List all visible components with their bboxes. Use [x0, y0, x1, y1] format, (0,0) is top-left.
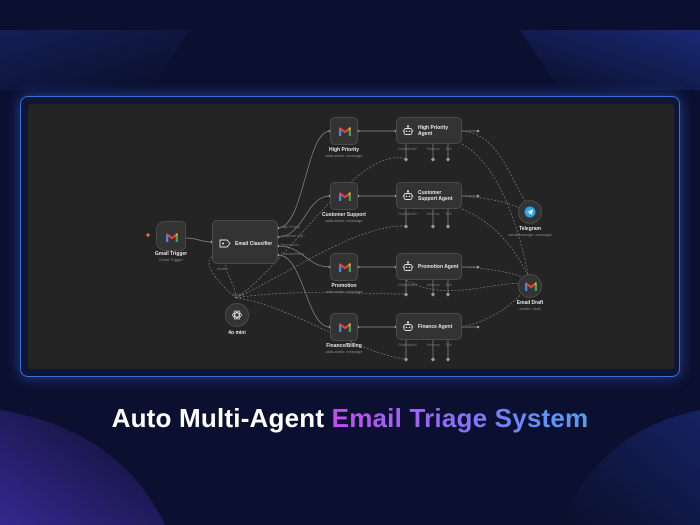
email-classifier-node[interactable]: Email Classifier: [212, 220, 278, 264]
agent-node-high-priority[interactable]: High Priority Agent: [396, 117, 462, 144]
gmail-icon: [339, 127, 351, 136]
classifier-label: Email Classifier: [235, 241, 273, 247]
email-draft-node[interactable]: [518, 274, 542, 298]
label-node-finance[interactable]: [330, 313, 358, 341]
title-part-1: Auto Multi-Agent: [111, 403, 325, 433]
telegram-icon: [524, 206, 536, 218]
connection-classifier-support: [277, 195, 331, 238]
classifier-icon: [219, 239, 231, 248]
openai-model-node[interactable]: [225, 303, 249, 327]
agent-name-1: High Priority Agent: [418, 125, 449, 137]
agent-port-chat-model: Chat Model*: [398, 212, 418, 216]
agent-name-4: Finance Agent: [418, 324, 453, 330]
gmail-icon: [525, 282, 537, 291]
agent-node-customer-support[interactable]: Customer Support Agent: [396, 182, 462, 209]
classifier-output-2: Customer Sup...: [281, 234, 307, 238]
label-sub-4: addLabels: message: [325, 349, 363, 354]
label-sub-2: addLabels: message: [325, 218, 363, 223]
label-node-high-priority[interactable]: [330, 117, 358, 145]
label-node-promotion[interactable]: [330, 253, 358, 281]
trigger-sub: Email Trigger: [159, 257, 183, 262]
gmail-icon: [339, 263, 351, 272]
label-sub-1: addLabels: message: [325, 153, 363, 158]
connection-classifier-promo: [277, 245, 331, 268]
robot-icon: [402, 125, 414, 135]
telegram-label: Telegram: [519, 226, 541, 232]
draft-sub: create: draft: [519, 306, 541, 311]
classifier-output-4: Finance/Billing: [281, 252, 304, 256]
label-sub-3: addLabels: message: [325, 289, 363, 294]
trigger-marker: [146, 233, 150, 237]
agent-port-tool: Tool: [445, 147, 452, 151]
agent-port-chat-model: Chat Model*: [398, 147, 418, 151]
agent-port-memory: Memory: [427, 212, 440, 216]
trigger-label: Gmail Trigger: [154, 251, 188, 257]
connection-trigger-classifier: [185, 237, 213, 243]
connection-classifier-finance: [277, 254, 331, 328]
agent-port-tool: Tool: [445, 283, 452, 287]
label-name-2: Customer Support: [322, 212, 366, 218]
gmail-icon: [339, 323, 351, 332]
model-label: 4o mini: [228, 330, 246, 336]
robot-icon: [402, 190, 414, 200]
telegram-sub: sendMessage: message: [508, 232, 552, 237]
agent-port-memory: Memory: [427, 283, 440, 287]
agent-port-chat-model: Chat Model*: [398, 343, 418, 347]
title-part-2: Email Triage System: [331, 403, 589, 433]
gmail-icon: [339, 192, 351, 201]
connection-classifier-high: [277, 130, 331, 229]
telegram-node[interactable]: [518, 200, 542, 224]
agent-port-memory: Memory: [427, 147, 440, 151]
agent-port-tool: Tool: [445, 212, 452, 216]
agent-node-promotion[interactable]: Promotion Agent: [396, 253, 462, 280]
page-title: Auto Multi-Agent Email Triage System: [0, 403, 700, 434]
agent-port-tool: Tool: [445, 343, 452, 347]
gmail-trigger-node[interactable]: [156, 221, 186, 251]
agent-node-finance[interactable]: Finance Agent: [396, 313, 462, 340]
robot-icon: [402, 321, 414, 331]
classifier-model-port: Model*: [217, 267, 228, 271]
robot-icon: [402, 261, 414, 271]
label-node-customer-support[interactable]: [330, 182, 358, 210]
label-name-1: High Priority: [328, 147, 359, 153]
agent-port-chat-model: Chat Model*: [398, 283, 418, 287]
classifier-output-3: Promotions: [281, 243, 299, 247]
gmail-icon: [166, 233, 178, 242]
agent-port-memory: Memory: [427, 343, 440, 347]
agent-name-2: Customer Support Agent: [418, 190, 453, 202]
workflow-canvas: Gmail Trigger Email Trigger Email Classi…: [28, 104, 674, 369]
model-port-label: Model: [233, 293, 243, 297]
agent-name-3: Promotion Agent: [418, 264, 459, 270]
label-name-3: Promotion: [331, 283, 357, 289]
draft-label: Email Draft: [516, 300, 544, 306]
classifier-output-1: High Priority: [281, 225, 301, 229]
label-name-4: Finance/Billing: [326, 343, 362, 349]
openai-icon: [232, 310, 242, 320]
